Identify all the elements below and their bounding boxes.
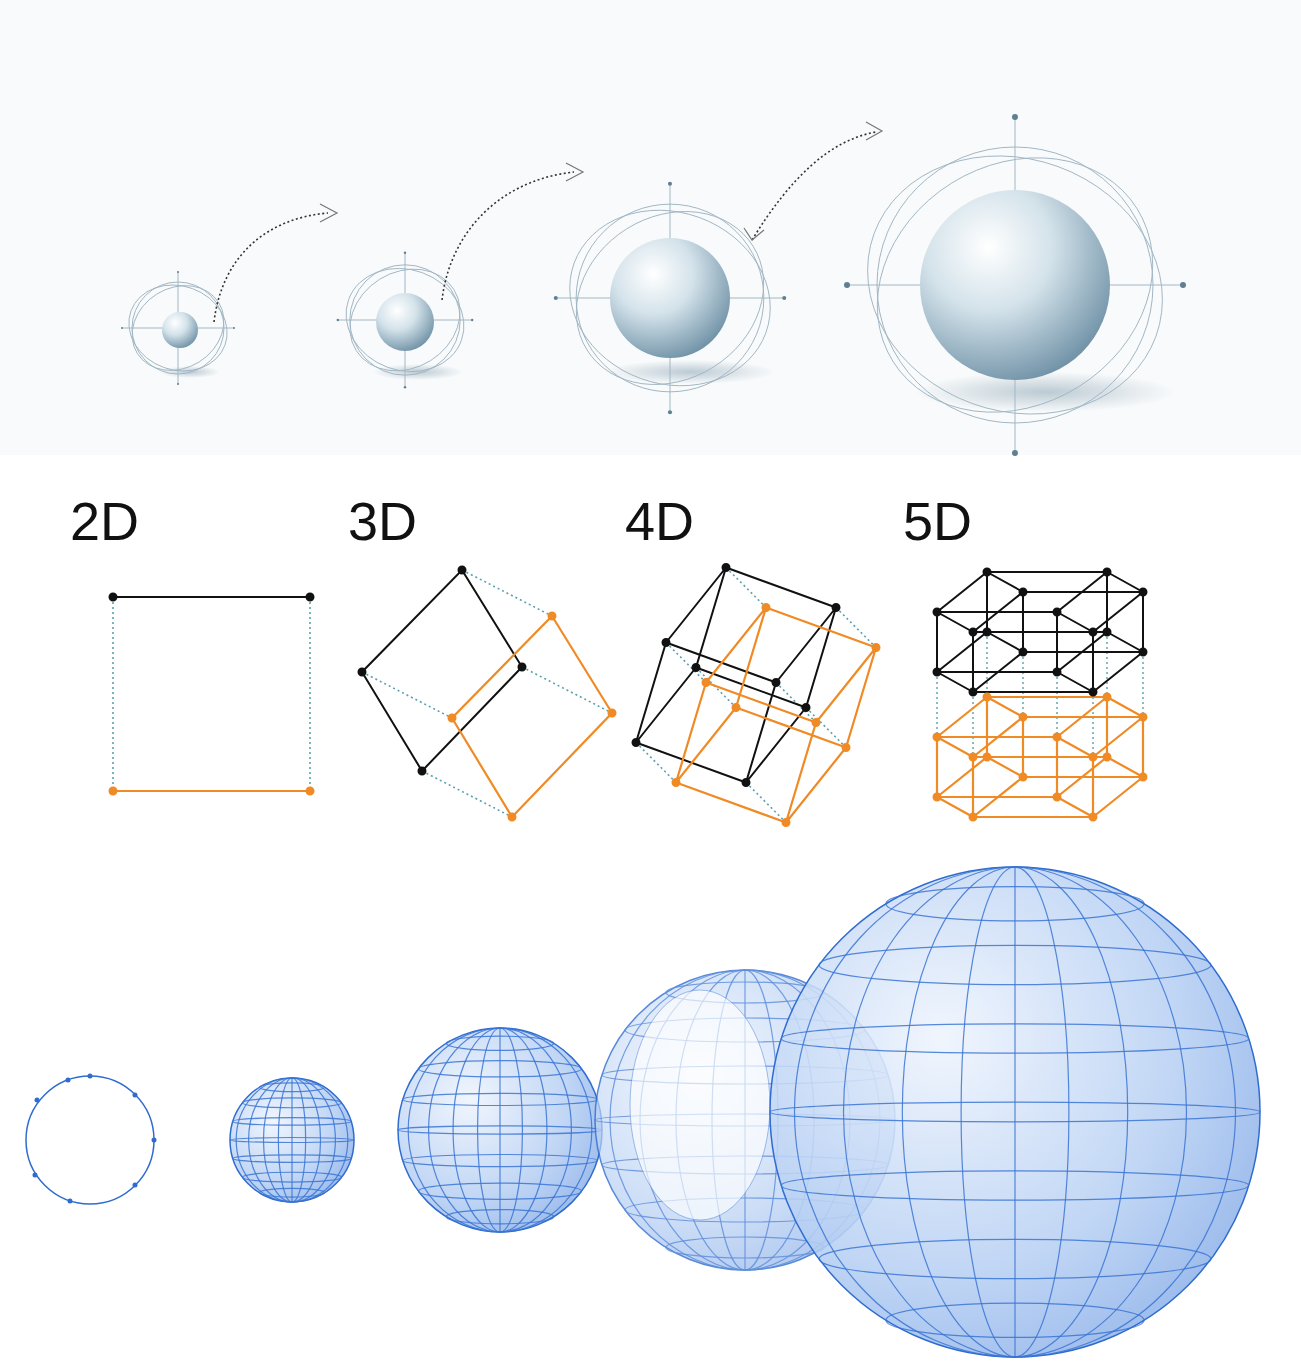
dimension-label: 2D [70, 494, 139, 548]
penteract-5d [937, 572, 1143, 817]
shaded-spheres [162, 190, 1110, 380]
dimension-label-holder: 3D [348, 494, 417, 548]
tesseract-4d [636, 568, 876, 823]
wireframe-globes [230, 867, 1260, 1357]
cube-3d [362, 570, 612, 817]
dimension-label: 5D [903, 494, 972, 548]
dimension-label-holder: 2D [70, 494, 139, 548]
top-panel [0, 0, 1301, 455]
dimension-label-holder: 4D [625, 494, 694, 548]
square-2d [113, 597, 310, 791]
orbit-rings [116, 107, 1201, 463]
dimension-label: 3D [348, 494, 417, 548]
dotted-arrows [214, 132, 876, 322]
circle-outline [26, 1076, 154, 1204]
dimension-label-holder: 5D [903, 494, 972, 548]
arrow-heads [320, 122, 882, 240]
dimension-label: 4D [625, 494, 694, 548]
